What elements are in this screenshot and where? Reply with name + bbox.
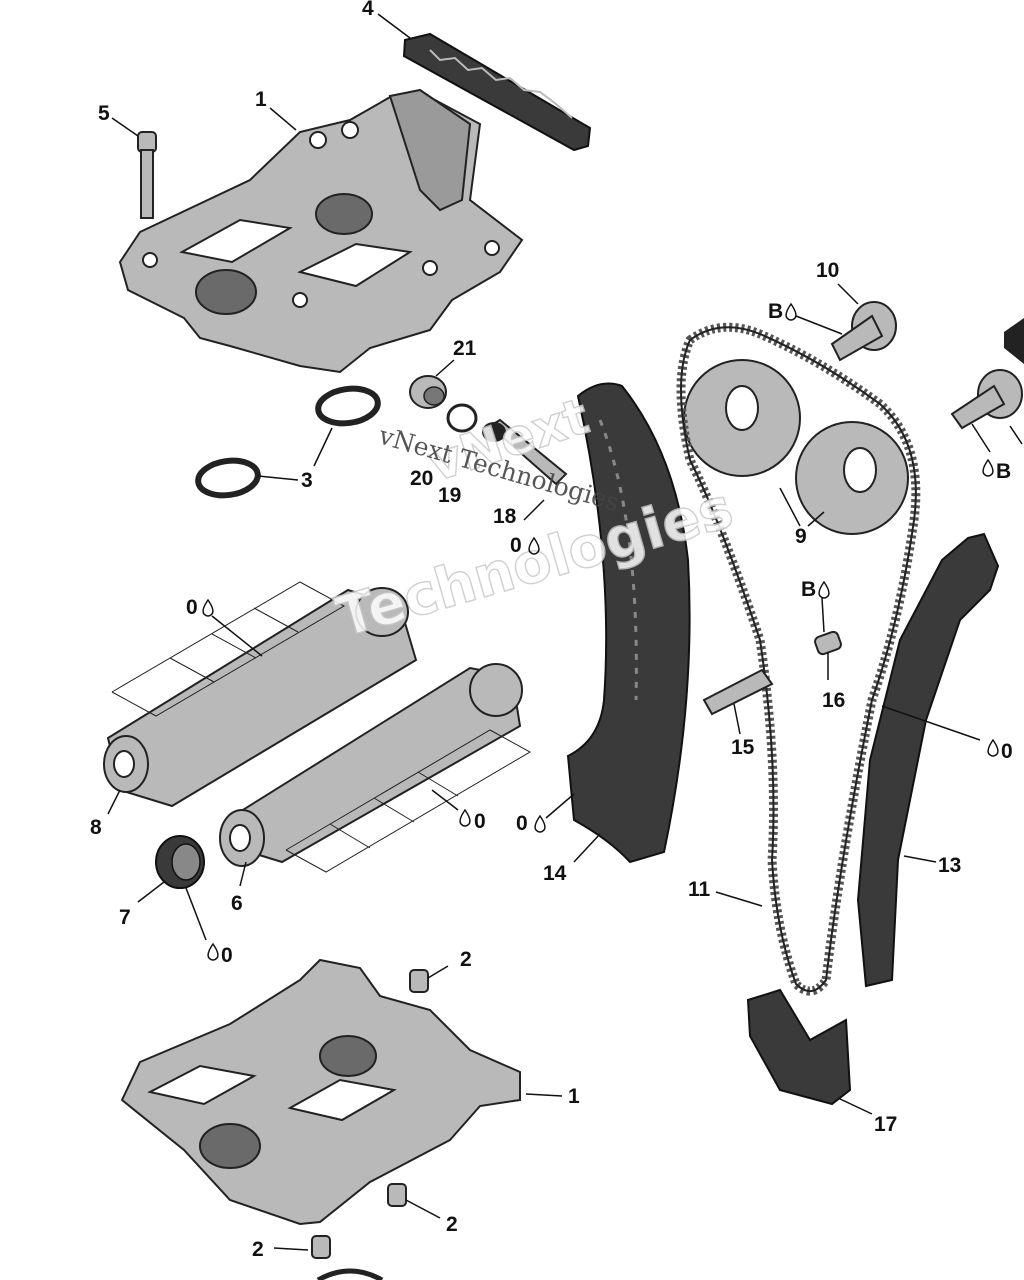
- lube-b-10b: B: [982, 458, 1011, 483]
- part-5-bolt: [137, 131, 157, 219]
- callout-5: 5: [98, 102, 110, 125]
- callout-21: 21: [453, 337, 477, 360]
- lube-symbols: B B B 0 0 0 0 0: [186, 300, 1013, 967]
- part-15-pin: [702, 668, 774, 716]
- lube-reference-lines: [111, 581, 532, 873]
- svg-text:0: 0: [1001, 740, 1013, 763]
- callout-1-lower: 1: [568, 1085, 580, 1108]
- callout-14: 14: [543, 862, 567, 885]
- callout-20: 20: [410, 467, 433, 490]
- callout-4: 4: [362, 0, 374, 20]
- part-21-cap: [409, 375, 447, 409]
- part-14-tensioner-guide: [566, 382, 691, 864]
- callout-18: 18: [493, 505, 517, 528]
- part-3-rings: [195, 385, 381, 499]
- leader-lines: [107, 13, 1023, 1251]
- callout-9: 9: [795, 525, 807, 548]
- callout-numbers: 4 1 5 3 21 20 19 18 8 7 6 2 1 2 2 10 9 1…: [90, 0, 961, 1261]
- callout-13: 13: [938, 854, 961, 877]
- callout-2-a: 2: [460, 948, 472, 971]
- part-20-oring: [446, 403, 478, 433]
- drop-icon: [459, 808, 471, 827]
- lube-b-16: B: [801, 578, 830, 601]
- callout-2-b: 2: [446, 1213, 458, 1236]
- callout-17: 17: [874, 1113, 897, 1136]
- lube-o-14: 0: [516, 812, 546, 835]
- part-13-chain-guide: [856, 532, 1000, 988]
- callout-16: 16: [822, 689, 845, 712]
- part-9-sprockets: [683, 359, 909, 535]
- lube-o-8: 0: [186, 596, 214, 619]
- callout-10: 10: [816, 259, 839, 282]
- svg-text:0: 0: [474, 810, 486, 833]
- part-17-lower-guide: [746, 988, 852, 1106]
- part-16-pin: [814, 630, 842, 656]
- lube-o-7: 0: [207, 942, 233, 967]
- callout-11: 11: [688, 878, 711, 901]
- drop-icon: [202, 598, 214, 617]
- callout-1-upper: 1: [255, 88, 267, 111]
- part-10-sprocket-bolts: [830, 301, 1024, 430]
- lube-b-10a: B: [768, 300, 797, 323]
- svg-text:0: 0: [186, 596, 198, 619]
- lube-o-6: 0: [459, 808, 486, 833]
- svg-text:0: 0: [516, 812, 528, 835]
- part-6-camshaft: [219, 663, 523, 867]
- svg-text:0: 0: [510, 534, 522, 557]
- drop-icon: [987, 738, 999, 757]
- part-4-upper-guide: [402, 32, 592, 152]
- callout-6: 6: [231, 892, 243, 915]
- callout-8: 8: [90, 816, 102, 839]
- part-18-pin: [482, 418, 568, 486]
- callout-2-c: 2: [252, 1238, 264, 1261]
- part-1-lower-housing: [120, 958, 521, 1226]
- svg-text:0: 0: [221, 944, 233, 967]
- callout-15: 15: [731, 736, 755, 759]
- part-7-ring: [155, 835, 205, 889]
- drop-icon: [207, 942, 219, 961]
- drop-icon: [818, 580, 830, 599]
- drop-icon: [785, 302, 797, 321]
- part-2-dowels: [311, 969, 429, 1280]
- callout-3: 3: [301, 469, 313, 492]
- drop-icon: [982, 458, 994, 477]
- part-1-upper-housing: [118, 88, 524, 374]
- svg-text:B: B: [996, 460, 1011, 483]
- lube-o-13: 0: [987, 738, 1013, 763]
- svg-text:B: B: [768, 300, 783, 323]
- drop-icon: [528, 536, 540, 555]
- part-11-timing-chain: [676, 322, 921, 996]
- drop-icon: [534, 814, 546, 833]
- svg-text:B: B: [801, 578, 816, 601]
- callout-19: 19: [438, 484, 461, 507]
- lube-o-18: 0: [510, 534, 540, 557]
- callout-7: 7: [119, 906, 131, 929]
